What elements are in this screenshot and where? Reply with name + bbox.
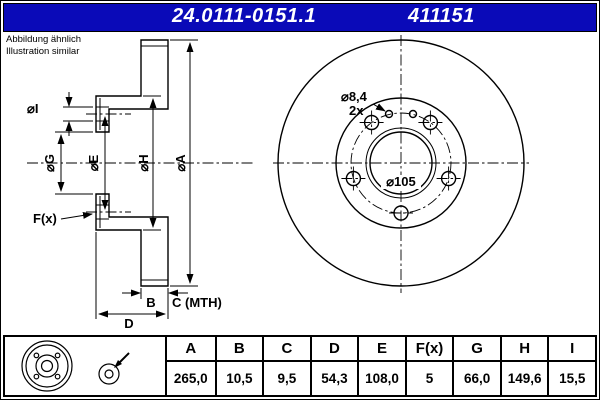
col-A-value: 265,0 <box>173 371 208 386</box>
col-C-header: C <box>262 337 310 362</box>
label-dia-i: ⌀I <box>27 101 38 116</box>
col-H-header: H <box>499 337 548 362</box>
col-G-header: G <box>452 337 500 362</box>
title-bar: 24.0111-0151.1 411151 <box>3 3 597 32</box>
col-D-value: 54,3 <box>309 362 358 395</box>
col-H-value: 149,6 <box>499 362 548 395</box>
col-E-header: E <box>357 337 405 362</box>
arrow-icon <box>114 360 122 368</box>
col-Fx-header: F(x) <box>404 337 453 362</box>
label-bolt-circle: ⌀105 <box>386 174 416 189</box>
part-number: 24.0111-0151.1 <box>172 5 317 27</box>
dimension-table-panel: A B C D E F(x) G H I 265,0 10,5 9,5 54,3… <box>3 335 597 397</box>
col-C-value: 9,5 <box>262 362 310 395</box>
label-d: D <box>124 316 133 331</box>
col-B-header: B <box>214 337 263 362</box>
label-hole-count: 2x <box>349 103 364 118</box>
label-dia-e: ⌀E <box>86 154 101 171</box>
label-b: B <box>146 295 155 310</box>
label-c-mth: C (MTH) <box>172 295 222 310</box>
col-Fx-value: 5 <box>404 362 453 395</box>
label-dia-a: ⌀A <box>173 154 188 172</box>
label-dia-h: ⌀H <box>136 154 151 171</box>
col-D-header: D <box>309 337 358 362</box>
similarity-note: Abbildung ähnlich Illustration similar <box>6 34 81 59</box>
note-line-de: Abbildung ähnlich <box>6 34 82 45</box>
label-dia-g: ⌀G <box>42 154 57 172</box>
col-B-value: 10,5 <box>214 362 263 395</box>
col-G-value: 66,0 <box>452 362 500 395</box>
icon-box <box>5 337 167 395</box>
col-I-value: 15,5 <box>547 362 595 395</box>
note-line-en: Illustration similar <box>6 46 80 58</box>
dimension-table: A B C D E F(x) G H I 265,0 10,5 9,5 54,3… <box>167 337 595 395</box>
dimension-annotations: ⌀I ⌀G ⌀E ⌀H ⌀A F(x) B C (MTH) D <box>27 39 222 331</box>
brake-disc-icon <box>21 340 130 392</box>
col-I-header: I <box>547 337 595 362</box>
label-f-x: F(x) <box>33 211 57 226</box>
cross-section-view <box>27 39 253 287</box>
col-E-value: 108,0 <box>357 362 405 395</box>
front-view: ⌀8,4 2x ⌀105 <box>273 35 529 293</box>
label-hole-dia: ⌀8,4 <box>341 89 368 104</box>
order-number: 411151 <box>408 5 475 27</box>
col-A-header: A <box>167 337 215 362</box>
